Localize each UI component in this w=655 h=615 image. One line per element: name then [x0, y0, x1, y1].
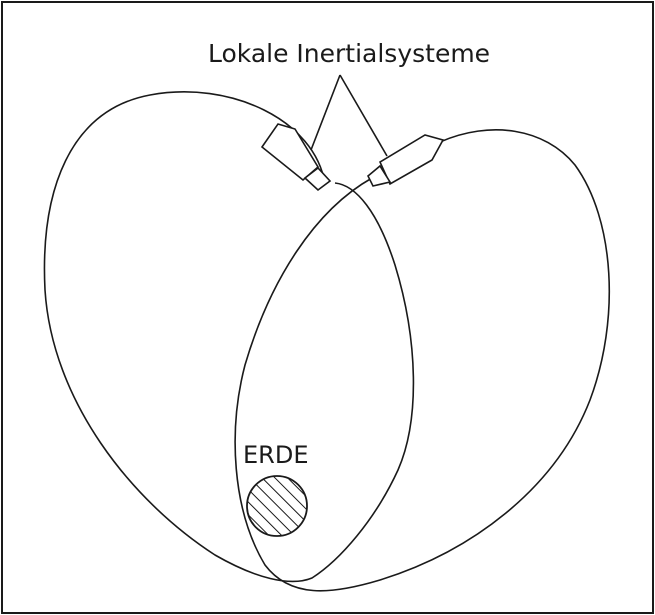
- earth-hatched-circle: [247, 476, 307, 536]
- caption-pointers: [311, 75, 387, 156]
- earth: ERDE: [243, 441, 308, 536]
- pointer-to-right-spacecraft: [340, 75, 387, 156]
- caption-label: Lokale Inertialsysteme: [208, 39, 490, 68]
- pointer-to-left-spacecraft: [311, 75, 340, 150]
- spacecraft-left: [262, 124, 330, 190]
- earth-label: ERDE: [243, 441, 308, 469]
- left-orbit: [44, 92, 413, 582]
